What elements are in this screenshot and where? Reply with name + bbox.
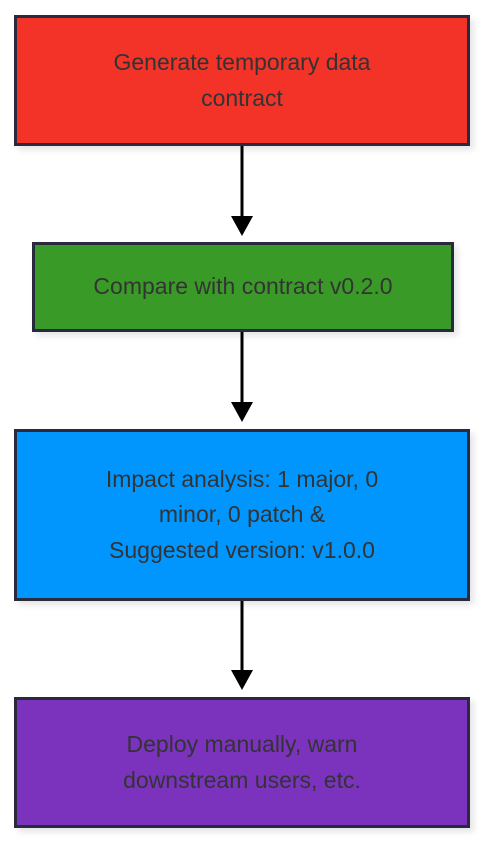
arrowhead-step2 [231, 216, 253, 236]
node-label: Impact analysis: 1 major, 0 minor, 0 pat… [105, 465, 379, 563]
node-generate-temporary-contract: Generate temporary data contract [14, 15, 470, 146]
node-label: Compare with contract v0.2.0 [93, 273, 393, 300]
node-compare-with-contract: Compare with contract v0.2.0 [32, 242, 454, 332]
node-impact-analysis: Impact analysis: 1 major, 0 minor, 0 pat… [14, 429, 470, 601]
arrowhead-step3 [231, 402, 253, 422]
arrowhead-step4 [231, 670, 253, 690]
node-deploy-manually: Deploy manually, warn downstream users, … [14, 697, 470, 828]
node-label: Deploy manually, warn downstream users, … [123, 730, 361, 793]
node-label: Generate temporary data contract [113, 48, 371, 111]
